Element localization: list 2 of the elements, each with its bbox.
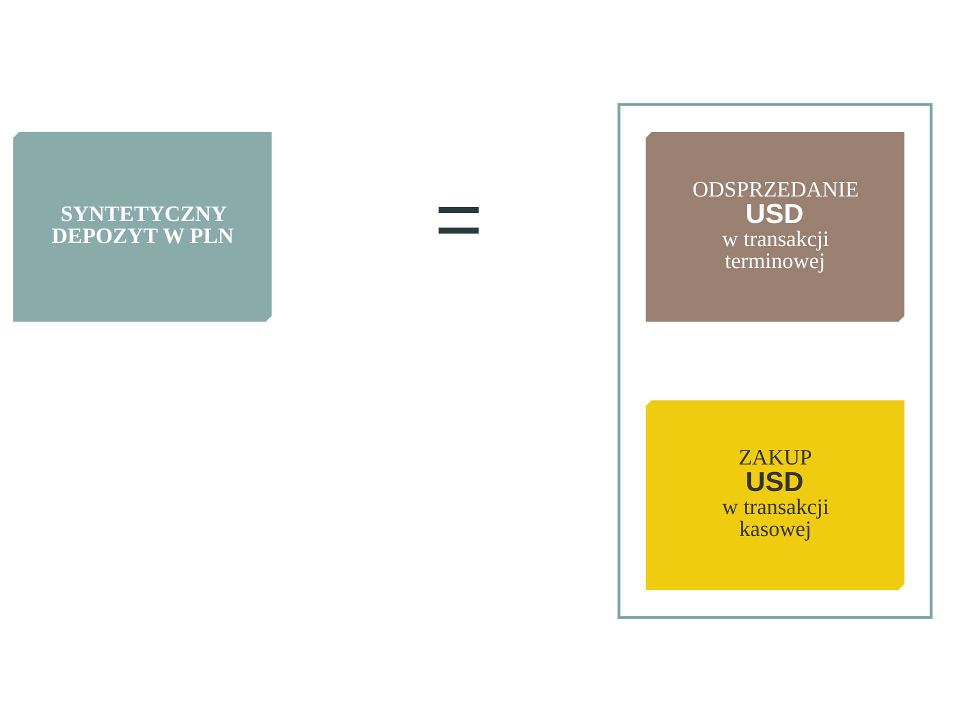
cluster bbox=[618, 103, 933, 619]
label: = bbox=[434, 174, 483, 266]
